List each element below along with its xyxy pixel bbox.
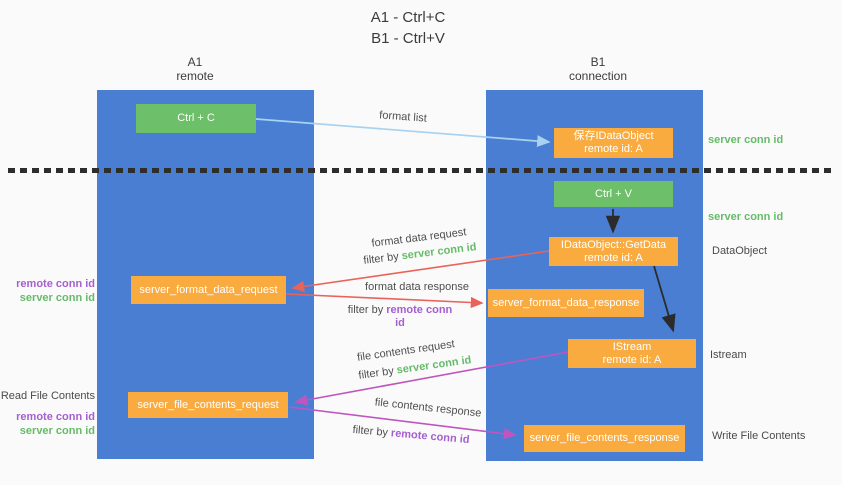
remote-conn-id-text: remote conn id bbox=[386, 304, 453, 329]
node-istream-line1: IStream bbox=[612, 340, 652, 353]
node-file-request-label: server_file_contents_request bbox=[137, 398, 279, 411]
node-file-response-label: server_file_contents_response bbox=[529, 432, 680, 444]
node-server-file-contents-request: server_file_contents_request bbox=[128, 392, 288, 418]
title-line-2: B1 - Ctrl+V bbox=[371, 30, 445, 47]
filter-by-remote-conn-id-label-1: filter by remote conn id bbox=[342, 304, 458, 330]
istream-label: Istream bbox=[710, 349, 747, 361]
left-conn-id-labels-bottom: remote conn id server conn id bbox=[0, 410, 95, 438]
filter-by-remote-conn-id-label-2: filter by remote conn id bbox=[350, 424, 473, 448]
left-remote-conn-id-top: remote conn id bbox=[16, 278, 95, 290]
dashed-separator-line bbox=[8, 168, 836, 173]
node-save-line1: 保存IDataObject bbox=[573, 130, 654, 142]
left-conn-id-labels-top: remote conn id server conn id bbox=[0, 277, 95, 305]
node-save-idataobject: 保存IDataObject remote id: A bbox=[554, 128, 673, 158]
node-getdata-line1: IDataObject::GetData bbox=[560, 238, 667, 251]
node-server-format-data-request: server_format_data_request bbox=[131, 276, 286, 304]
column-b1-id: B1 bbox=[590, 55, 606, 69]
right-server-conn-id-top: server conn id bbox=[708, 134, 784, 146]
node-server-file-contents-response: server_file_contents_response bbox=[524, 425, 685, 452]
column-a1-id: A1 bbox=[187, 55, 203, 69]
node-idataobject-getdata: IDataObject::GetData remote id: A bbox=[549, 237, 678, 266]
right-server-conn-id-mid: server conn id bbox=[708, 211, 784, 223]
left-remote-conn-id-bottom: remote conn id bbox=[16, 411, 95, 423]
file-contents-response-label: file contents response bbox=[374, 396, 482, 420]
diagram-title: A1 - Ctrl+C B1 - Ctrl+V bbox=[308, 7, 508, 49]
column-header-b1: B1 connection bbox=[488, 55, 708, 83]
node-ctrl-v-label: Ctrl + V bbox=[595, 187, 632, 200]
format-data-response-label: format data response bbox=[365, 281, 469, 293]
read-file-contents-label: Read File Contents bbox=[0, 390, 95, 402]
column-header-a1: A1 remote bbox=[85, 55, 305, 83]
column-b1-role: connection bbox=[568, 69, 628, 83]
filter-by-text: filter by bbox=[347, 304, 387, 316]
filter-by-text: filter by bbox=[352, 423, 392, 440]
node-save-line2: remote id: A bbox=[584, 143, 643, 155]
node-format-response-label: server_format_data_response bbox=[492, 296, 640, 309]
node-istream-line2: remote id: A bbox=[602, 353, 662, 366]
arrow-format-data-response bbox=[285, 293, 484, 309]
node-format-request-label: server_format_data_request bbox=[139, 283, 278, 296]
title-line-1: A1 - Ctrl+C bbox=[370, 9, 446, 26]
node-ctrl-v: Ctrl + V bbox=[554, 181, 673, 207]
node-ctrl-c: Ctrl + C bbox=[136, 104, 256, 133]
node-ctrl-c-label: Ctrl + C bbox=[177, 112, 215, 124]
node-istream: IStream remote id: A bbox=[568, 339, 696, 368]
filter-by-text: filter by bbox=[362, 250, 403, 267]
dataobject-label: DataObject bbox=[712, 245, 768, 257]
node-getdata-line2: remote id: A bbox=[584, 251, 643, 264]
write-file-contents-label: Write File Contents bbox=[712, 430, 806, 442]
left-server-conn-id-bottom: server conn id bbox=[19, 425, 95, 437]
node-server-format-data-response: server_format_data_response bbox=[488, 289, 644, 317]
column-a1-role: remote bbox=[176, 69, 214, 83]
filter-by-text: filter by bbox=[357, 364, 398, 382]
format-list-label: format list bbox=[378, 109, 428, 125]
remote-conn-id-text: remote conn id bbox=[390, 427, 471, 447]
left-server-conn-id-top: server conn id bbox=[19, 292, 95, 304]
